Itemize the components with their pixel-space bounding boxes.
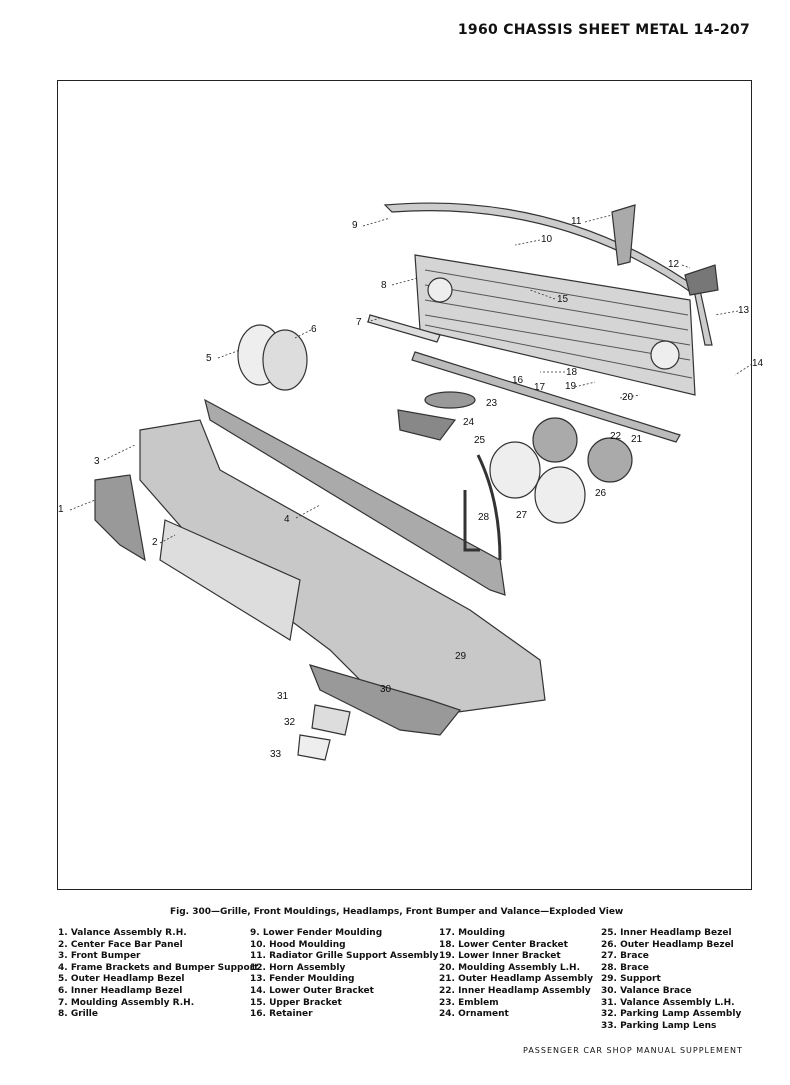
legend-item: 31. Valance Assembly L.H. xyxy=(601,997,735,1008)
legend-item: 12. Horn Assembly xyxy=(250,962,346,973)
callout-4: 4 xyxy=(284,514,290,525)
ornament xyxy=(397,409,457,441)
callout-19: 19 xyxy=(565,381,577,392)
callout-7: 7 xyxy=(356,317,362,328)
legend-column-2: 9. Lower Fender Moulding 10. Hood Mouldi… xyxy=(250,928,438,1021)
callout-5: 5 xyxy=(206,353,212,364)
legend-item: 32. Parking Lamp Assembly xyxy=(601,1009,742,1020)
legend-item: 30. Valance Brace xyxy=(601,985,692,996)
legend-item: 14. Lower Outer Bracket xyxy=(250,985,374,996)
legend-item: 21. Outer Headlamp Assembly xyxy=(439,974,593,985)
legend-item: 2. Center Face Bar Panel xyxy=(58,939,183,950)
callout-1: 1 xyxy=(58,504,64,515)
legend-column-1: 1. Valance Assembly R.H. 2. Center Face … xyxy=(58,928,258,1021)
legend-item: 5. Outer Headlamp Bezel xyxy=(58,974,185,985)
callout-31: 31 xyxy=(277,691,289,702)
callout-18: 18 xyxy=(566,367,578,378)
legend-item: 1. Valance Assembly R.H. xyxy=(58,928,187,938)
legend-item: 7. Moulding Assembly R.H. xyxy=(58,997,195,1008)
horn xyxy=(684,264,719,296)
figure-frame xyxy=(57,80,752,890)
callout-6: 6 xyxy=(311,324,317,335)
legend-item: 4. Frame Brackets and Bumper Support xyxy=(58,962,259,973)
legend-item: 16. Retainer xyxy=(250,1009,313,1020)
legend-item: 6. Inner Headlamp Bezel xyxy=(58,985,183,996)
legend-item: 9. Lower Fender Moulding xyxy=(250,928,383,938)
moulding-lower xyxy=(411,351,681,443)
callout-15: 15 xyxy=(557,294,569,305)
callout-16: 16 xyxy=(512,375,524,386)
brace-27 xyxy=(476,454,502,561)
callout-29: 29 xyxy=(455,651,467,662)
callout-17: 17 xyxy=(534,382,546,393)
legend-item: 10. Hood Moulding xyxy=(250,939,346,950)
figure-caption: Fig. 300—Grille, Front Mouldings, Headla… xyxy=(170,907,624,917)
parking-lamp-lens xyxy=(297,734,331,761)
legend-item: 17. Moulding xyxy=(439,928,506,938)
grille-headlamp-left xyxy=(427,277,453,303)
legend-item: 24. Ornament xyxy=(439,1009,509,1020)
valance-lh xyxy=(308,664,462,736)
callout-33: 33 xyxy=(270,749,282,760)
callout-13: 13 xyxy=(738,305,750,316)
callout-28: 28 xyxy=(478,512,490,523)
legend-item: 26. Outer Headlamp Bezel xyxy=(601,939,734,950)
grille-support xyxy=(611,204,636,266)
legend-item: 11. Radiator Grille Support Assembly xyxy=(250,951,439,962)
legend-item: 29. Support xyxy=(601,974,661,985)
hood-moulding xyxy=(383,202,713,346)
callout-9: 9 xyxy=(352,220,358,231)
legend-item: 27. Brace xyxy=(601,951,649,962)
legend-item: 33. Parking Lamp Lens xyxy=(601,1020,717,1031)
bezel-26 xyxy=(534,466,586,524)
callout-23: 23 xyxy=(486,398,498,409)
legend-item: 25. Inner Headlamp Bezel xyxy=(601,928,732,938)
legend-item: 8. Grille xyxy=(58,1009,98,1020)
legend-column-3: 17. Moulding 18. Lower Center Bracket 19… xyxy=(439,928,593,1021)
legend-item: 22. Inner Headlamp Assembly xyxy=(439,985,591,996)
callout-20: 20 xyxy=(622,392,634,403)
grille-headlamp-right xyxy=(650,340,680,370)
legend-item: 19. Lower Inner Bracket xyxy=(439,951,561,962)
legend-item: 20. Moulding Assembly L.H. xyxy=(439,962,581,973)
callout-25: 25 xyxy=(474,435,486,446)
callout-8: 8 xyxy=(381,280,387,291)
callout-11: 11 xyxy=(571,216,582,227)
callout-27: 27 xyxy=(516,510,528,521)
callout-14: 14 xyxy=(752,358,764,369)
legend-item: 13. Fender Moulding xyxy=(250,974,355,985)
callout-3: 3 xyxy=(94,456,100,467)
page-footer: PASSENGER CAR SHOP MANUAL SUPPLEMENT xyxy=(523,1046,743,1055)
bezel-25 xyxy=(489,441,541,499)
callout-32: 32 xyxy=(284,717,296,728)
brace-28 xyxy=(463,490,480,552)
headlamp-inner xyxy=(532,417,578,463)
grille xyxy=(414,254,696,396)
legend-item: 3. Front Bumper xyxy=(58,951,141,962)
leader-lines xyxy=(69,214,753,544)
callout-22: 22 xyxy=(610,431,622,442)
callout-10: 10 xyxy=(541,234,553,245)
callout-30: 30 xyxy=(380,684,392,695)
legend-item: 15. Upper Bracket xyxy=(250,997,342,1008)
emblem xyxy=(424,391,476,409)
legend-item: 28. Brace xyxy=(601,962,649,973)
valance-rh xyxy=(94,474,146,562)
callout-21: 21 xyxy=(631,434,643,445)
headlamp-bezel-inner xyxy=(262,329,308,391)
frame-bracket xyxy=(204,398,506,596)
headlamp-outer xyxy=(587,437,633,483)
legend-item: 18. Lower Center Bracket xyxy=(439,939,568,950)
grille-bars xyxy=(424,269,693,379)
center-face-bar xyxy=(159,519,301,641)
parking-lamp xyxy=(311,704,351,736)
moulding-rh xyxy=(367,314,441,343)
callout-24: 24 xyxy=(463,417,475,428)
page-header: 1960 CHASSIS SHEET METAL 14-207 xyxy=(457,22,750,38)
callout-26: 26 xyxy=(595,488,607,499)
callout-12: 12 xyxy=(668,259,680,270)
legend-item: 23. Emblem xyxy=(439,997,499,1008)
legend-column-4: 25. Inner Headlamp Bezel 26. Outer Headl… xyxy=(601,928,741,1032)
callout-2: 2 xyxy=(152,537,158,548)
